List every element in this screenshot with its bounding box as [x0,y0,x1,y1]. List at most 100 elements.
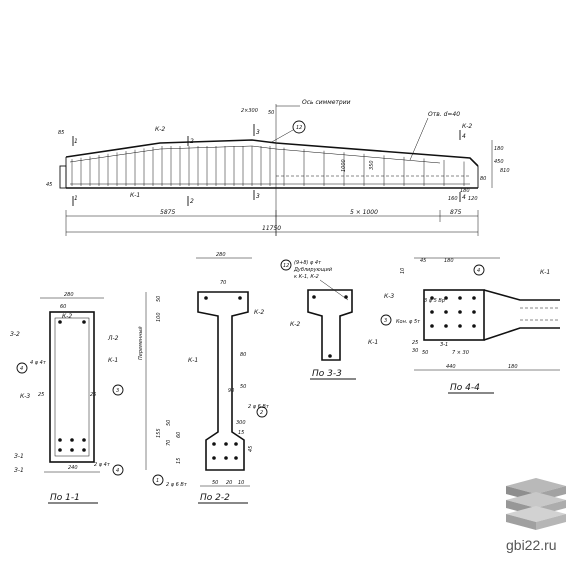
s11-caption: По 1-1 [50,493,80,503]
s11-25b: 25 [90,392,96,398]
s22-dim-70: 70 [220,280,226,286]
rebar-dot [458,296,462,300]
rebar-dot [444,310,448,314]
dim-350: 350 [369,160,375,170]
stirrup-lines [71,146,465,186]
s44-k3: К-3 [384,293,394,300]
s22-s10: 10 [238,480,244,486]
rebar-dot [458,310,462,314]
s22-s20: 20 [226,480,232,486]
dim-875: 875 [450,209,462,216]
section-4-top: 4 [462,133,466,140]
watermark: gbi22.ru [506,537,557,553]
s22-l15: 15 [176,458,182,464]
s11-k2: К-2 [62,313,72,320]
s22-caption: По 2-2 [200,493,230,503]
s11-rebar-dots [58,320,86,452]
s44-dim-180: 180 [444,258,454,264]
s22-l50: 50 [156,296,162,302]
dim-1000: 1000 [341,159,347,172]
mark-k2-right: К-2 [462,123,472,130]
s22-l70: 70 [166,440,172,446]
section-2-top: 2 [190,138,194,145]
dim-11750: 11750 [262,225,281,232]
dim-5x1000: 5 × 1000 [350,209,378,216]
beam-elevation: Ось симметрии 12 Отв. d=40 К-2 К-1 К-2 1… [46,99,510,236]
rebar-dot [444,324,448,328]
dim-160: 160 [448,196,458,202]
dim-180: 180 [494,146,504,152]
rebar-dot [224,442,228,446]
section-1-bottom: 1 [74,195,78,202]
s44-note-kon: Кон. φ 5т [396,319,421,325]
s44-note-z1: З-1 [440,342,448,348]
s44-circle-4: 4 [477,268,480,274]
s33-note-3: к К-1, К-2 [294,274,319,280]
s22-s45: 45 [248,446,254,452]
rebar-dot [212,456,216,460]
s11-dim-280: 280 [64,292,74,298]
s11-dim-60: 60 [60,304,66,310]
s44-dim-7x30: 7 × 30 [452,350,469,356]
s22-height-label: Переменный [138,326,144,360]
rebar-dot [234,456,238,460]
rebar-dot [312,295,316,299]
dim-810: 810 [500,168,510,174]
rebar-dot [472,310,476,314]
section-2-bottom: 2 [190,198,194,205]
rebar-dot [224,456,228,460]
dim-50-top: 50 [268,110,274,116]
s11-z1a: З-1 [14,453,24,460]
s44-rebar-dots [430,296,476,328]
s44-dim-180b: 180 [508,364,518,370]
s44-l30: 30 [412,348,418,354]
s11-circle-3: 3 [116,388,119,394]
section-2-2: 280 70 80 50 300 Переменный 50 100 155 5… [138,252,270,504]
s22-s90: 90 [228,388,234,394]
section-1-1: 280 240 60 К-2 З-2 Л-2 К-1 К-3 З-1 З-1 4… [10,292,124,504]
callout-12 [292,120,306,134]
s44-dim-45: 45 [420,258,426,264]
s11-l2: Л-2 [107,335,119,342]
s22-k1: К-1 [188,357,198,364]
rebar-dot [472,324,476,328]
s33-note-2: Дублирующий [293,267,333,273]
rebar-dot [430,310,434,314]
s44-k1: К-1 [540,269,550,276]
s44-dim-50: 50 [422,350,428,356]
dim-2x300: 2×300 [241,108,258,114]
s22-l155: 155 [156,428,162,438]
s22-s15: 15 [238,430,244,436]
s22-note-a: 2 φ 6 Вт [248,404,270,410]
s44-dim-440: 440 [446,364,456,370]
rebar-dot [444,296,448,300]
s22-l60: 60 [176,432,182,438]
s33-rebar-dots [312,295,348,358]
s44-l10: 10 [400,268,406,274]
rebar-dot [212,442,216,446]
rebar-dot [238,296,242,300]
hole-label: Отв. d=40 [428,111,460,118]
s22-circle-1: 1 [156,478,159,484]
s44-l25: 25 [412,340,418,346]
s33-caption: По 3-3 [312,369,342,379]
s33-callout: 12 [283,263,289,269]
section-1-top: 1 [74,138,78,145]
rebar-dot [58,448,62,452]
section-3-top: 3 [256,129,260,136]
gbi22-logo [506,478,566,530]
rebar-dot [82,448,86,452]
s22-dim-50: 50 [240,384,246,390]
mark-k1: К-1 [130,192,140,199]
s44-note-3f5: 3 φ 5 Вр [424,298,445,304]
dim-450: 450 [494,159,504,165]
s22-l100: 100 [156,312,162,322]
dim-180b: 180 [460,188,470,194]
rebar-dot [70,438,74,442]
s22-note-b: 2 φ 6 Вт [166,482,188,488]
s11-k3: К-3 [20,393,30,400]
s11-dim-240: 240 [68,465,78,471]
mark-k2-left: К-2 [155,126,165,133]
section-3-3: 12 (9+8) φ 4т Дублирующий к К-1, К-2 К-2… [280,259,378,380]
